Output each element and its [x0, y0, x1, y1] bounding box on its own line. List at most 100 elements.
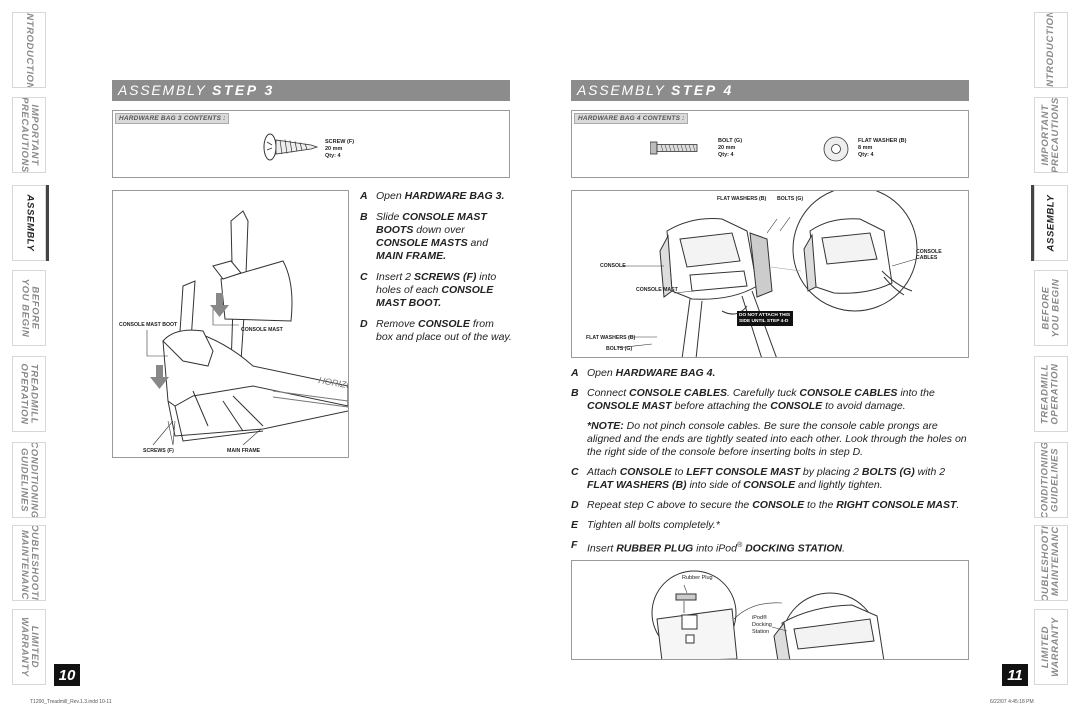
tab-label: INTRODUCTION [24, 12, 35, 88]
step-bold: SCREWS (F) [413, 271, 477, 283]
tab-conditioning-left[interactable]: CONDITIONING GUIDELINES [12, 442, 46, 518]
step-text: before attaching the [671, 400, 771, 412]
tab-label: IMPORTANT PRECAUTIONS [1040, 97, 1061, 173]
label-console-mast-boot: CONSOLE MAST BOOT [119, 322, 178, 328]
step-text: Repeat step C above to secure the [587, 499, 753, 511]
bolt-qty: Qty: 4 [718, 152, 734, 158]
step-text: to the [804, 499, 837, 511]
screw-name: SCREW (F) [325, 139, 355, 145]
label-main-frame: MAIN FRAME [227, 448, 261, 454]
step-bold: MAIN FRAME. [376, 250, 446, 262]
step-text: Remove [376, 318, 419, 330]
tab-assembly-right[interactable]: ASSEMBLY [1034, 185, 1068, 261]
screw-spec: SCREW (F) 20 mm Qty: 4 [325, 139, 354, 160]
step-text: Insert [587, 542, 617, 555]
step-letter: D [360, 318, 368, 330]
tab-label: TREADMILL OPERATION [19, 363, 41, 425]
step-letter: B [360, 211, 368, 223]
step-bold: CONSOLE [770, 400, 823, 412]
tab-precautions-left[interactable]: IMPORTANT PRECAUTIONS [12, 97, 46, 173]
step-4b: B Connect CONSOLE CABLES. Carefully tuck… [571, 387, 971, 413]
step-4-header: ASSEMBLY STEP 4 [571, 80, 969, 101]
header-prefix: ASSEMBLY [118, 82, 207, 98]
footer-timestamp: 6/22/07 4:45:18 PM [990, 699, 1034, 705]
label-station: Station [752, 629, 770, 635]
step-text: and [467, 237, 489, 249]
hardware-bag-4-box: HARDWARE BAG 4 CONTENTS : BOLT (G) 20 mm… [571, 110, 969, 178]
screw-qty: Qty: 4 [325, 153, 341, 159]
step-bold: RUBBER PLUG [616, 542, 694, 555]
step-3b: B Slide CONSOLE MAST BOOTS down over CON… [360, 211, 512, 263]
tab-precautions-right[interactable]: IMPORTANT PRECAUTIONS [1034, 97, 1068, 173]
step-bold: BOLTS (G) [861, 466, 915, 478]
tab-warranty-right[interactable]: LIMITED WARRANTY [1034, 609, 1068, 685]
step-4f: F Insert RUBBER PLUG into iPod® DOCKING … [571, 539, 971, 556]
label-console-mast: CONSOLE MAST [636, 287, 678, 293]
screw-icon [263, 133, 319, 161]
step-3-header: ASSEMBLY STEP 3 [112, 80, 510, 101]
step-letter: A [571, 367, 579, 379]
note-text: Do not pinch console cables. Be sure the… [587, 420, 967, 458]
label-screws: SCREWS (F) [143, 448, 174, 454]
hardware-bag-3-box: HARDWARE BAG 3 CONTENTS : SCREW (F) 20 m… [112, 110, 510, 178]
step-bold: CONSOLE MAST [587, 400, 672, 412]
bolt-name: BOLT (G) [718, 138, 743, 144]
tab-warranty-left[interactable]: LIMITED WARRANTY [12, 609, 46, 685]
step-bold: RIGHT CONSOLE MAST [836, 499, 957, 511]
page-number-right: 11 [1002, 664, 1028, 686]
console-attachment-illustration [616, 191, 918, 357]
washer-name: FLAT WASHER (B) [858, 138, 907, 144]
tab-label: TROUBLESHOOTING & MAINTENANCE [1040, 525, 1061, 601]
tab-before-you-begin-right[interactable]: BEFORE YOU BEGIN [1034, 270, 1068, 346]
step-bold: CONSOLE CABLES [629, 387, 728, 399]
step-text: to avoid damage. [822, 400, 906, 412]
tab-troubleshooting-left[interactable]: TROUBLESHOOTING & MAINTENANCE [12, 525, 46, 601]
tab-introduction-right[interactable]: INTRODUCTION [1034, 12, 1068, 88]
tab-before-you-begin-left[interactable]: BEFORE YOU BEGIN [12, 270, 46, 346]
tab-label: LIMITED WARRANTY [19, 617, 40, 677]
header-step: STEP 3 [212, 82, 275, 98]
step-4e: E Tighten all bolts completely.* [571, 519, 971, 532]
tab-treadmill-operation-right[interactable]: TREADMILL OPERATION [1034, 356, 1068, 432]
step-text: with 2 [914, 466, 946, 478]
tab-treadmill-operation-left[interactable]: TREADMILL OPERATION [12, 356, 46, 432]
ipod-docking-illustration [651, 570, 885, 659]
active-tab-marker [1031, 185, 1034, 261]
tab-introduction-left[interactable]: INTRODUCTION [12, 12, 46, 88]
note-bold: *NOTE: [587, 420, 624, 432]
tab-label: LIMITED WARRANTY [1040, 617, 1061, 677]
step-bold: CONSOLE MASTS [376, 237, 468, 249]
tab-troubleshooting-right[interactable]: TROUBLESHOOTING & MAINTENANCE [1034, 525, 1068, 601]
warning-sticker-bg [737, 311, 793, 326]
label-ipod: iPod® [752, 615, 768, 621]
step-text: Open [376, 190, 405, 202]
step-4a: A Open HARDWARE BAG 4. [571, 367, 971, 380]
step-bold: DOCKING STATION [745, 542, 843, 555]
tab-label: CONDITIONING GUIDELINES [19, 442, 40, 518]
hardware-bag-label: HARDWARE BAG 3 CONTENTS : [115, 113, 230, 124]
tab-assembly-left[interactable]: ASSEMBLY [12, 185, 46, 261]
screw-size: 20 mm [325, 146, 343, 152]
step-letter: F [571, 539, 578, 551]
registered-mark: ® [736, 542, 743, 549]
step-text: by placing 2 [799, 466, 862, 478]
label-docking: Docking [752, 622, 772, 628]
step-text: Tighten all bolts completely.* [587, 519, 720, 531]
step-bold: CONSOLE [418, 318, 470, 330]
step-3c: C Insert 2 SCREWS (F) into holes of each… [360, 271, 512, 310]
step-letter: B [571, 387, 579, 399]
tab-label: CONDITIONING GUIDELINES [1040, 442, 1061, 518]
label-bolts-bottom: BOLTS (G) [606, 346, 633, 352]
tab-label: BEFORE YOU BEGIN [19, 278, 40, 338]
step-text: Connect [587, 387, 630, 399]
step-4-figure: FLAT WASHERS (B) BOLTS (G) CONSOLE CONSO… [571, 190, 969, 358]
step-text: . Carefully tuck [727, 387, 800, 399]
label-rubber-plug: Rubber Plug [682, 575, 713, 581]
label-do-not-attach: DO NOT ATTACH THIS SIDE UNTIL STEP 4-D [739, 313, 791, 324]
washer-size: 8 mm [858, 145, 873, 151]
label-flat-washers-bottom: FLAT WASHERS (B) [586, 335, 636, 341]
tab-label: ASSEMBLY [24, 194, 36, 252]
label-bolts-top: BOLTS (G) [777, 196, 804, 202]
step-bold: CONSOLE CABLES [799, 387, 898, 399]
tab-conditioning-right[interactable]: CONDITIONING GUIDELINES [1034, 442, 1068, 518]
